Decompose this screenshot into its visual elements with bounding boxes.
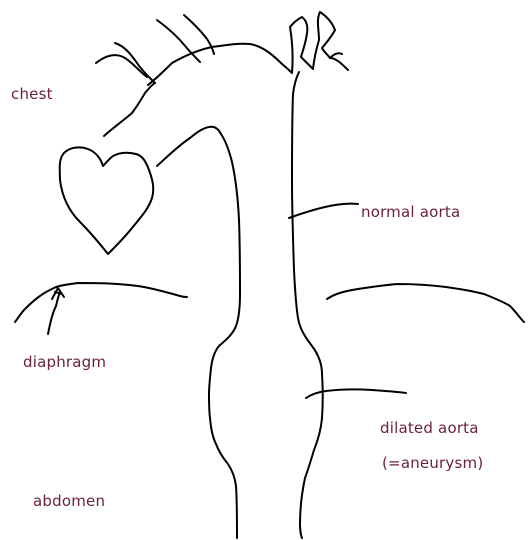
branch-vessel-left-upper (115, 43, 155, 83)
diaphragm-right (327, 284, 524, 322)
descending-aorta-left-wall (157, 127, 240, 538)
aortic-arch-upper-outline (148, 12, 348, 85)
label-diaphragm: diaphragm (23, 354, 106, 371)
label-dilated-aorta: dilated aorta (380, 420, 479, 437)
descending-aorta-right-wall (292, 72, 323, 538)
diaphragm-left (15, 283, 187, 322)
label-chest: chest (11, 86, 53, 103)
label-aneurysm: (=aneurysm) (382, 455, 483, 472)
label-abdomen: abdomen (33, 493, 105, 510)
diaphragm-pointer-arrow (48, 292, 60, 334)
dilated-aorta-pointer-line (306, 389, 406, 398)
heart-outline (60, 147, 154, 254)
label-normal-aorta: normal aorta (361, 204, 460, 221)
aortic-arch-inner-outline (104, 83, 155, 136)
normal-aorta-pointer-line (289, 204, 358, 218)
branch-vessel-right-small (330, 53, 342, 58)
branch-vessel-middle-a (157, 20, 200, 62)
